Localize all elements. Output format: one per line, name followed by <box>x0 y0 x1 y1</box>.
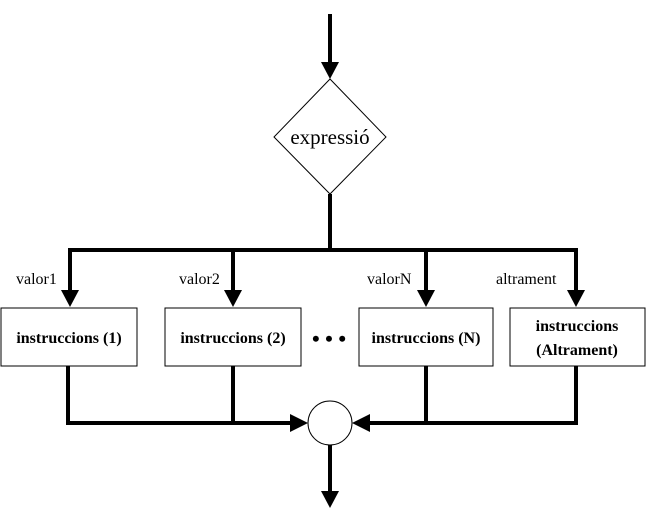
exit-arrowhead <box>321 491 339 508</box>
instructions-label-else-line1: instruccions <box>536 318 619 335</box>
condition-label: expressió <box>290 125 369 149</box>
instructions-label-else-line2: (Altrament) <box>536 342 618 359</box>
instructions-label-2: instruccions (2) <box>180 330 285 347</box>
instructions-label-n: instruccions (N) <box>372 330 481 347</box>
branch-arrowhead-n <box>417 290 435 307</box>
instructions-label-1: instruccions (1) <box>16 330 121 347</box>
ellipsis: • • • <box>312 326 346 351</box>
branch-arrowhead-1 <box>61 290 79 307</box>
case-label-n: valorN <box>367 271 412 288</box>
case-label-else: altrament <box>496 271 557 288</box>
instructions-box-1 <box>0 307 138 367</box>
merge-arrowhead-right <box>352 414 370 432</box>
case-label-1: valor1 <box>16 271 57 288</box>
case-label-2: valor2 <box>179 271 220 288</box>
merge-arrowhead-left <box>290 414 308 432</box>
branch-arrowhead-else <box>567 290 585 307</box>
merge-connector <box>307 400 353 446</box>
entry-arrowhead <box>321 62 339 79</box>
branch-arrowhead-2 <box>224 290 242 307</box>
